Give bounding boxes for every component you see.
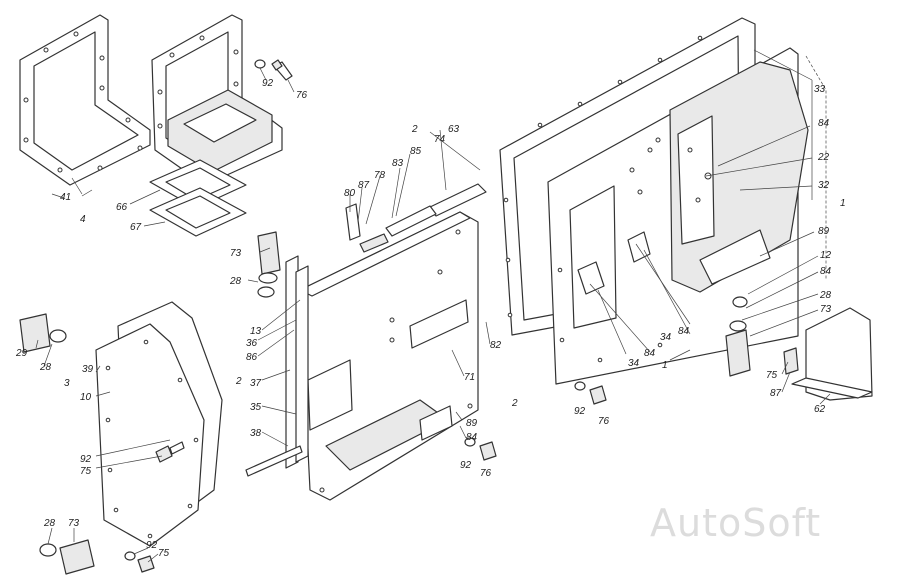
gasket-41 [19, 14, 151, 186]
callout-92: 92 [80, 454, 92, 465]
plate-85 [385, 205, 437, 237]
callout-4: 4 [80, 214, 86, 225]
callout-73: 73 [230, 248, 242, 259]
callout-82: 82 [490, 340, 502, 351]
hinge-34-right [627, 231, 651, 263]
bellows-73-bottom [39, 539, 95, 575]
callout-12: 12 [820, 250, 832, 261]
callout-28: 28 [229, 276, 242, 287]
callout-1: 1 [840, 198, 846, 209]
callout-35: 35 [250, 402, 262, 413]
callout-29: 29 [15, 348, 28, 359]
callout-73: 73 [68, 518, 80, 529]
bolt-75-door [155, 441, 185, 463]
bracket-62 [791, 307, 873, 401]
callout-84: 84 [466, 432, 478, 443]
callout-67: 67 [130, 222, 142, 233]
callout-41: 41 [60, 192, 71, 203]
callout-76: 76 [480, 468, 492, 479]
callout-28: 28 [43, 518, 56, 529]
callout-63: 63 [448, 124, 460, 135]
callout-92: 92 [146, 540, 158, 551]
callout-33: 33 [814, 84, 826, 95]
callout-2: 2 [411, 124, 418, 135]
bolt-76-right [574, 381, 607, 405]
housing-32 [669, 61, 809, 293]
bar-38 [245, 445, 303, 477]
callout-28: 28 [819, 290, 832, 301]
callout-73: 73 [820, 304, 832, 315]
callout-10: 10 [80, 392, 92, 403]
callout-2: 2 [511, 398, 518, 409]
bellows-73-right [725, 296, 751, 377]
callout-39: 39 [82, 364, 94, 375]
callout-32: 32 [818, 180, 830, 191]
callout-62: 62 [814, 404, 826, 415]
callout-71: 71 [464, 372, 475, 383]
callout-80: 80 [344, 188, 356, 199]
bolt-76-top [254, 59, 293, 81]
callout-84: 84 [678, 326, 690, 337]
bolt-75-bottom [124, 551, 155, 573]
bellows-29 [19, 313, 67, 353]
callout-75: 75 [766, 370, 778, 381]
callout-66: 66 [116, 202, 128, 213]
callout-13: 13 [250, 326, 262, 337]
top-plate-74 [427, 183, 487, 217]
main-enclosure [299, 211, 479, 501]
bolt-76-center [464, 437, 497, 461]
callout-87: 87 [770, 388, 782, 399]
callout-2: 2 [235, 376, 242, 387]
bellows-73-top [257, 231, 281, 298]
gasket-67 [149, 187, 247, 237]
callout-89: 89 [466, 418, 478, 429]
bolt-75-right [783, 347, 799, 375]
callout-92: 92 [460, 460, 472, 471]
clip-80-78 [345, 203, 389, 253]
callout-84: 84 [820, 266, 832, 277]
hatch-cover [167, 89, 273, 173]
callout-84: 84 [644, 348, 656, 359]
callout-78: 78 [374, 170, 386, 181]
callout-84: 84 [818, 118, 830, 129]
callout-74: 74 [434, 134, 446, 145]
callout-38: 38 [250, 428, 262, 439]
callout-1: 1 [662, 360, 668, 371]
callout-85: 85 [410, 146, 422, 157]
callout-34: 34 [628, 358, 640, 369]
callout-76: 76 [598, 416, 610, 427]
callout-28: 28 [39, 362, 52, 373]
callout-87: 87 [358, 180, 370, 191]
callout-labels: 92 76 41 66 4 67 33 84 22 32 1 2 63 74 8… [15, 78, 846, 559]
leader-lines [35, 49, 831, 563]
callout-3: 3 [64, 378, 70, 389]
callout-34: 34 [660, 332, 672, 343]
callout-37: 37 [250, 378, 262, 389]
callout-83: 83 [392, 158, 404, 169]
callout-36: 36 [246, 338, 258, 349]
callout-89: 89 [818, 226, 830, 237]
access-door-3 [95, 301, 223, 547]
callout-22: 22 [817, 152, 830, 163]
watermark: AutoSoft [650, 501, 821, 545]
hinge-34-left [577, 261, 605, 295]
callout-92: 92 [574, 406, 586, 417]
callout-92: 92 [262, 78, 274, 89]
callout-75: 75 [158, 548, 170, 559]
side-plate-35 [295, 265, 309, 463]
callout-86: 86 [246, 352, 258, 363]
gasket-66 [149, 159, 247, 209]
callout-75: 75 [80, 466, 92, 477]
callout-76: 76 [296, 90, 308, 101]
